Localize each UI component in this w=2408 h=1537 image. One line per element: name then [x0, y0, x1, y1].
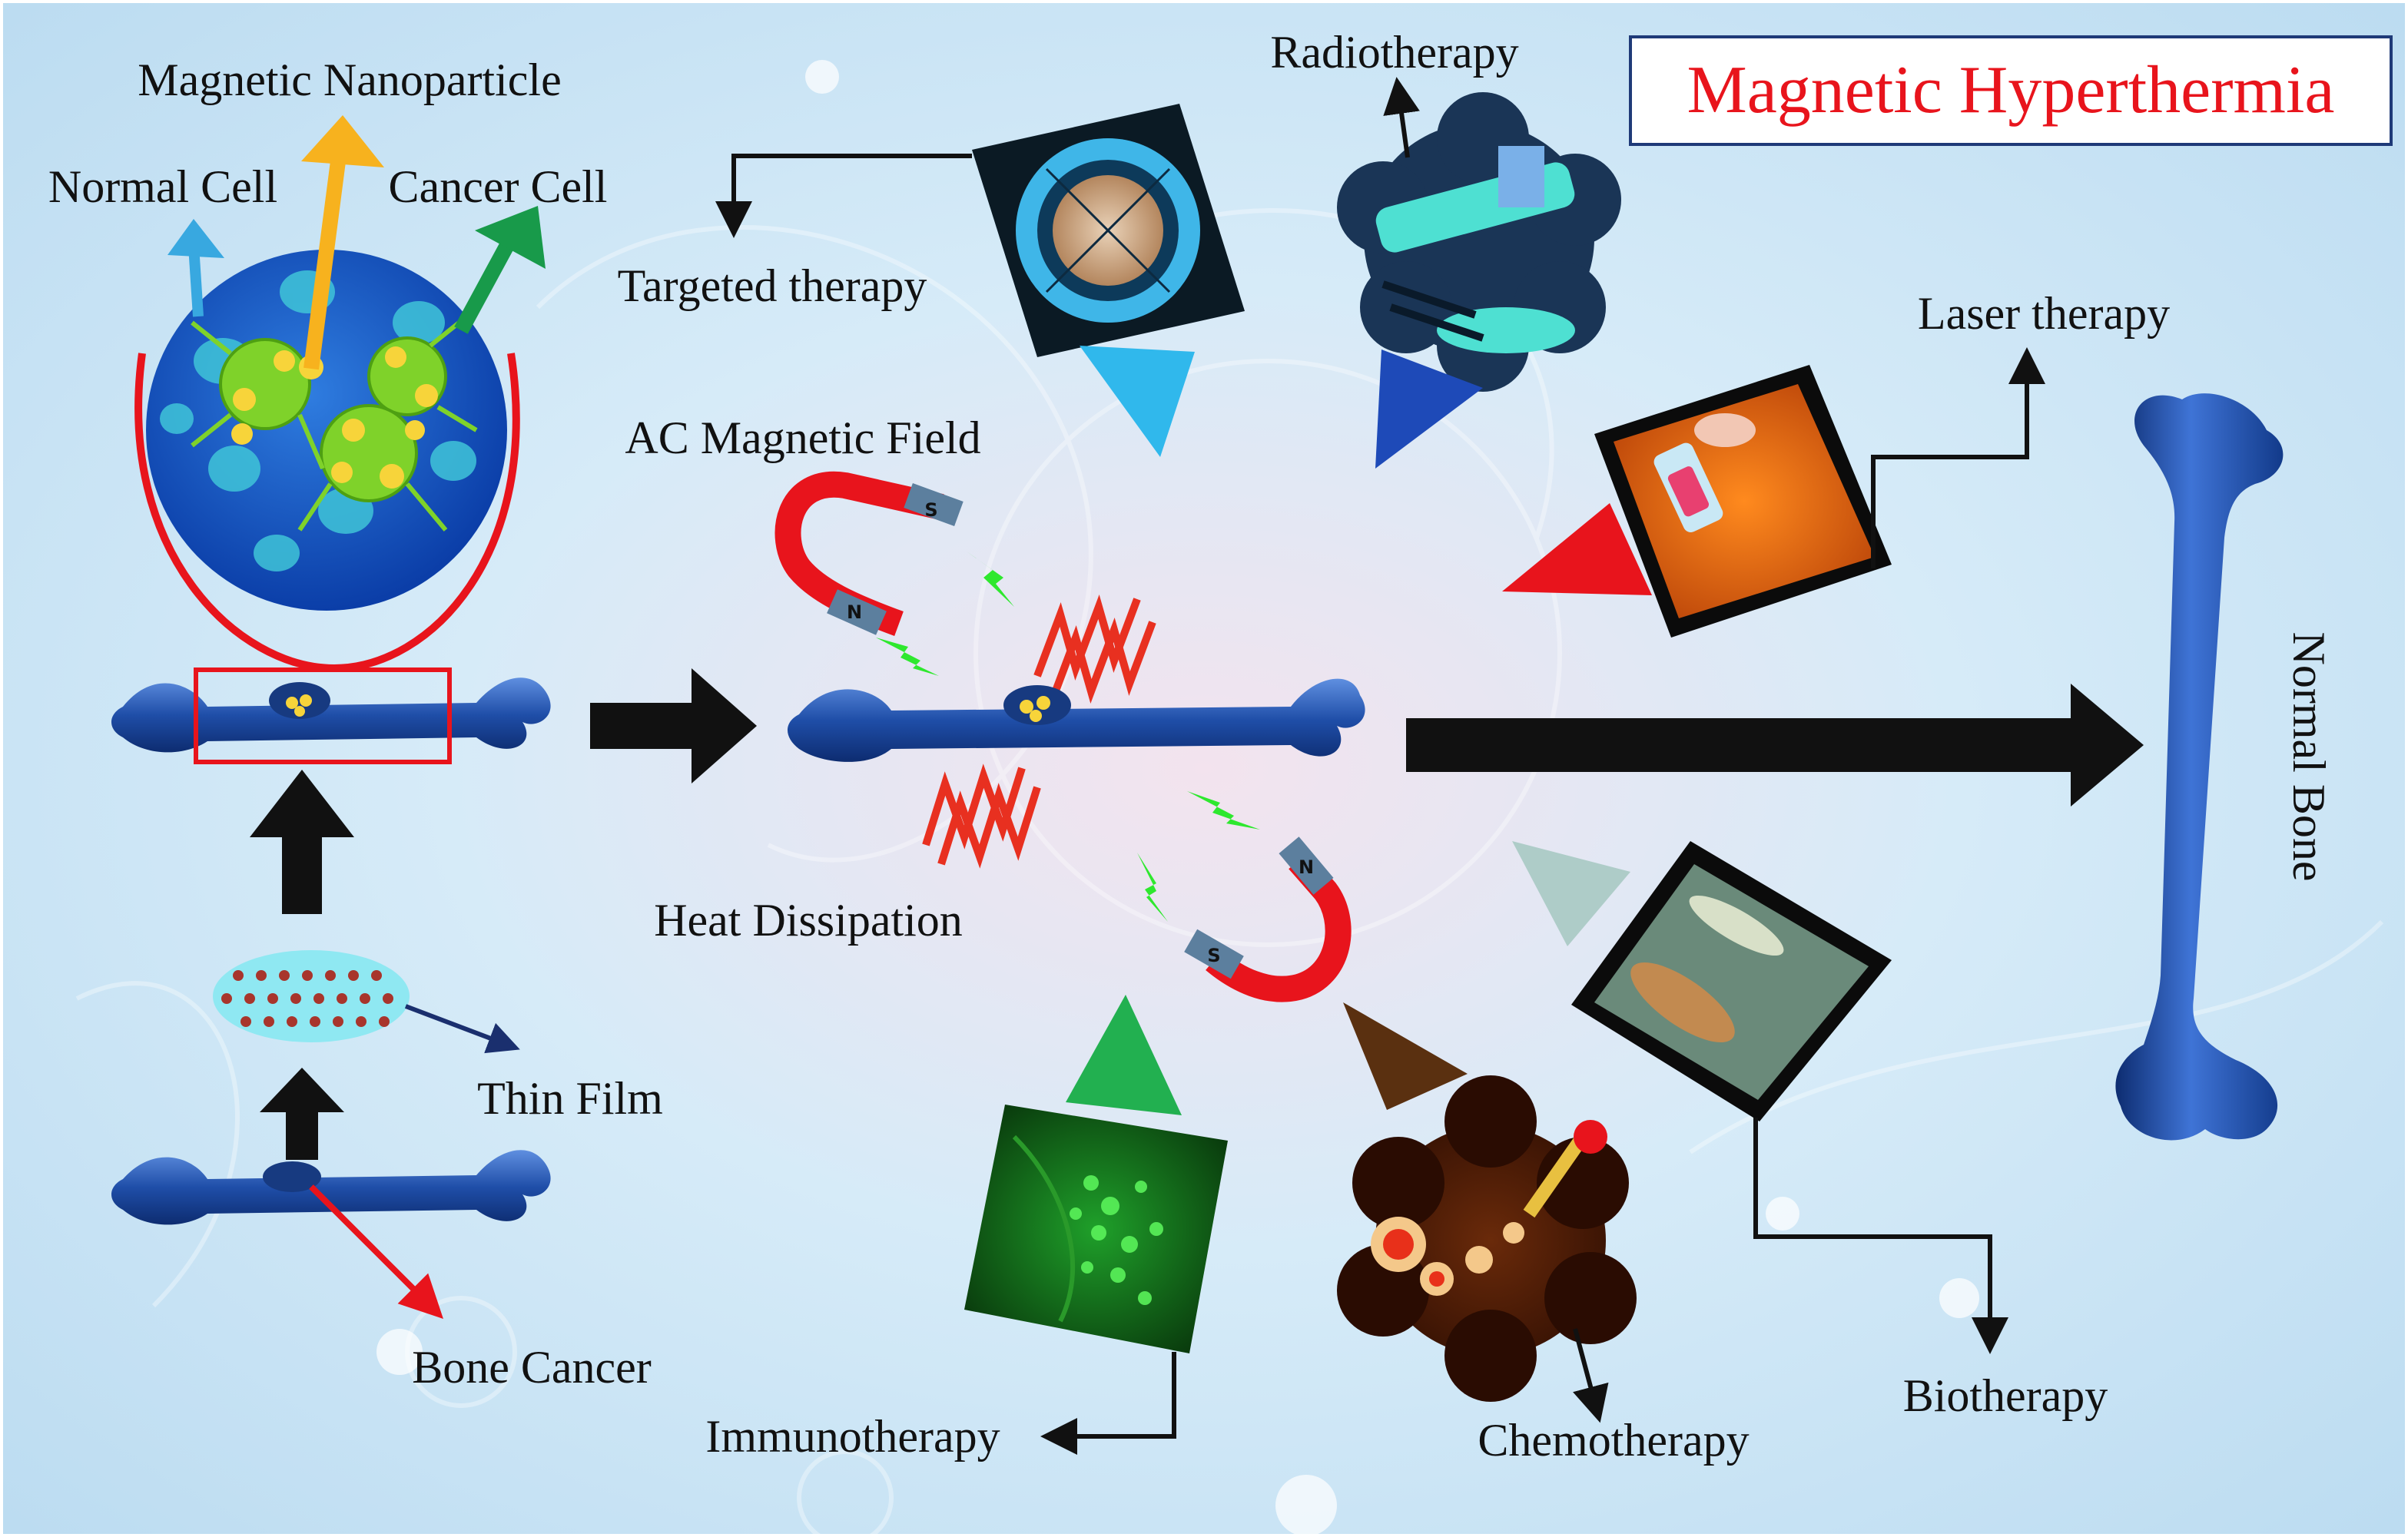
label-radiotherapy: Radiotherapy [1270, 27, 1518, 78]
chemotherapy-image [1337, 1075, 1637, 1402]
chemotherapy-connector [1573, 1328, 1609, 1423]
targeted-therapy-pointer [1080, 346, 1195, 457]
immunotherapy-connector [1040, 1352, 1176, 1455]
normal-cell-pointer [188, 245, 204, 317]
biotherapy-image [1571, 841, 1892, 1121]
magnet-pole-south [1184, 929, 1244, 979]
laser-therapy-image [1594, 365, 1892, 638]
laser-therapy-connector [1871, 347, 2045, 568]
label-immunotherapy: Immunotherapy [705, 1411, 1000, 1462]
label-cancer-cell: Cancer Cell [389, 161, 608, 212]
targeted-therapy-image [972, 104, 1245, 357]
nanoparticle-pointer [303, 160, 346, 370]
lightning-bolt-icon [876, 638, 939, 676]
title-frame [1629, 35, 2393, 146]
left-flow-arrows [250, 770, 354, 1160]
arrow-film-to-bone-shaft [282, 830, 322, 914]
normal-bone-image [2115, 393, 2284, 1141]
bone-with-cancer [111, 1150, 551, 1225]
title-text: Magnetic Hyperthermia [1687, 53, 2334, 128]
arrow-bone-to-film-shaft [286, 1106, 318, 1160]
bone [111, 677, 551, 753]
bone-under-treatment [788, 678, 1365, 762]
label-bone-cancer: Bone Cancer [412, 1342, 652, 1393]
pole-label-n: N [1299, 856, 1314, 878]
thin-film [213, 950, 410, 1042]
normal-cell-pointer-head [167, 219, 224, 258]
label-targeted-therapy: Targeted therapy [618, 260, 927, 311]
arrow-bone-to-film-head [260, 1068, 344, 1112]
cancer-cell-pointer [454, 234, 518, 334]
immunotherapy-image [964, 1105, 1228, 1353]
bone-tumor-magnified [111, 667, 551, 764]
arrow-to-normal-bone [1406, 684, 2144, 807]
label-chemotherapy: Chemotherapy [1478, 1415, 1749, 1466]
immunotherapy-pointer [1066, 995, 1182, 1115]
cancer-cell-tendrils [191, 313, 478, 532]
cell-label-arrows [167, 115, 546, 370]
horseshoe-magnet-icon: S N [774, 471, 964, 636]
label-magnetic-nanoparticle: Magnetic Nanoparticle [138, 55, 561, 105]
lightning-bolt-icon [1137, 853, 1168, 922]
zigzag-heat-wave-icons [922, 595, 1156, 869]
label-ac-magnetic-field: AC Magnetic Field [625, 412, 980, 463]
title-box: Magnetic Hyperthermia [1629, 35, 2393, 146]
horseshoe-magnet-icon: N S [1184, 836, 1352, 1002]
label-laser-therapy: Laser therapy [1918, 288, 2170, 339]
radiotherapy-image [1337, 92, 1621, 392]
magnet-pole-north [1279, 836, 1334, 895]
normal-cells [160, 270, 476, 571]
tumor [263, 1161, 321, 1192]
cancer-cell-pointer-head [475, 206, 546, 269]
bone [788, 678, 1365, 762]
label-normal-cell: Normal Cell [48, 161, 277, 212]
lightning-bolt-icon [967, 552, 1014, 607]
lightning-bolt-icon [1187, 791, 1260, 830]
magnet-pole-south [904, 483, 964, 526]
zigzag-heat-wave-icon [937, 783, 1041, 869]
cell-cluster [146, 250, 507, 611]
lightning-bolt-icons [876, 552, 1260, 922]
arrow-to-treatment [590, 668, 757, 783]
laser-therapy-pointer [1502, 503, 1652, 595]
biotherapy-pointer [1512, 841, 1630, 946]
chemotherapy-pointer [1343, 1002, 1468, 1110]
thin-film-pointer [404, 1004, 520, 1054]
targeted-therapy-connector [715, 154, 972, 238]
nanoparticle-pointer-head [301, 115, 384, 167]
label-heat-dissipation: Heat Dissipation [654, 895, 963, 946]
label-normal-bone: Normal Bone [2284, 632, 2334, 882]
pole-label-s: S [924, 499, 937, 521]
radiotherapy-connector [1383, 77, 1420, 158]
pole-label-n: N [847, 601, 862, 623]
label-biotherapy: Biotherapy [1903, 1370, 2108, 1421]
zigzag-heat-wave-icon [1049, 618, 1156, 704]
magnet-pole-north [827, 589, 887, 635]
pole-label-s: S [1207, 945, 1220, 966]
zoom-frame [194, 667, 452, 764]
biotherapy-connector [1753, 1118, 2008, 1354]
arrow-film-to-bone-head [250, 770, 354, 837]
bone-cancer-pointer [309, 1184, 443, 1319]
label-thin-film: Thin Film [477, 1073, 663, 1124]
thin-film-shape [213, 950, 410, 1042]
radiotherapy-pointer [1375, 349, 1483, 469]
bone [111, 1150, 551, 1225]
